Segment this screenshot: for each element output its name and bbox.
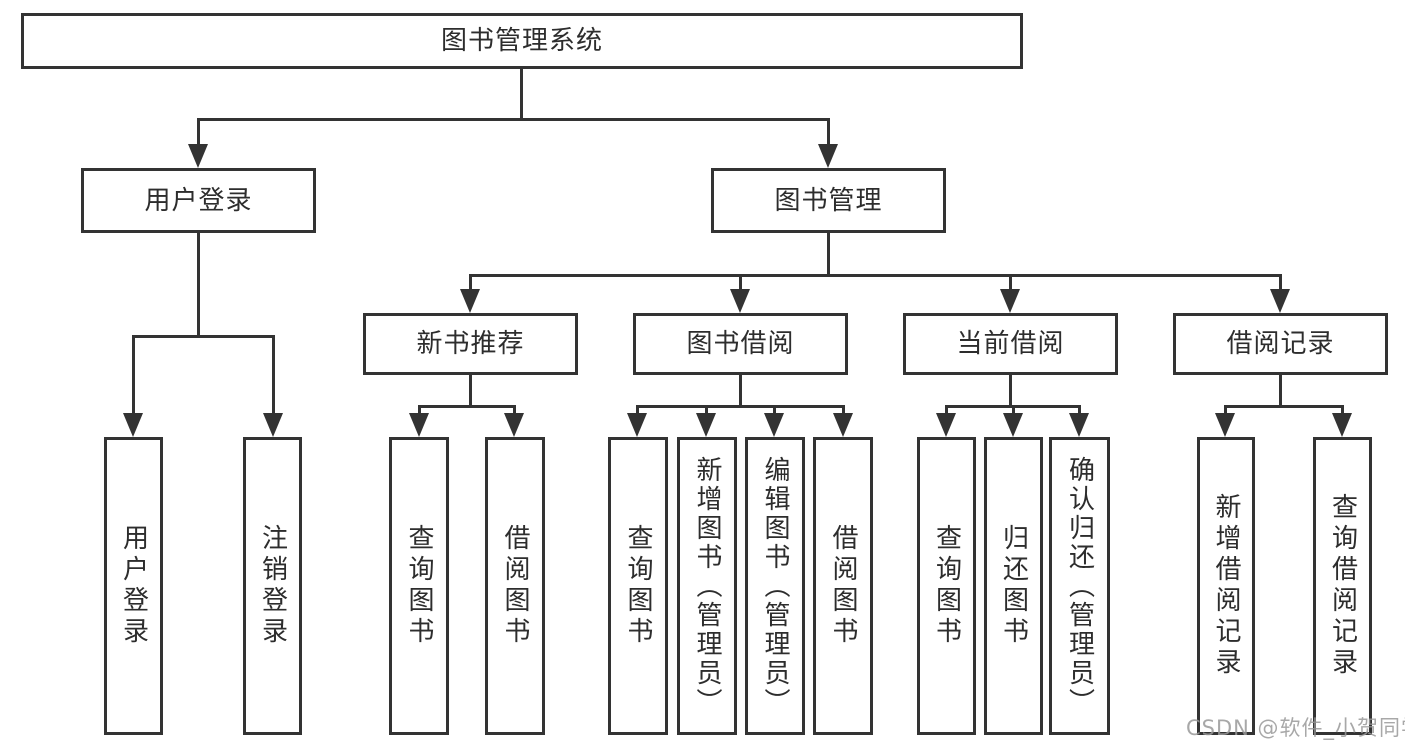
node-cb-confirm-return: 确认归还（管理员） xyxy=(1049,437,1110,735)
watermark: CSDN @软件_小贺同学 xyxy=(1186,716,1405,740)
arrowhead xyxy=(1000,289,1020,313)
connector-line xyxy=(739,375,742,408)
connector-line xyxy=(197,118,200,148)
node-nbr-query-books: 查询图书 xyxy=(389,437,449,735)
arrowhead xyxy=(696,413,716,437)
arrowhead xyxy=(764,413,784,437)
arrowhead xyxy=(263,413,283,437)
node-book-management: 图书管理 xyxy=(711,168,946,233)
connector-line xyxy=(272,335,275,417)
arrowhead xyxy=(1069,413,1089,437)
arrowhead xyxy=(1332,413,1352,437)
connector-line xyxy=(1279,274,1282,292)
connector-line xyxy=(1341,405,1344,417)
arrowhead xyxy=(936,413,956,437)
arrowhead xyxy=(730,289,750,313)
connector-line xyxy=(636,405,639,417)
arrowhead xyxy=(504,413,524,437)
arrowhead xyxy=(1270,289,1290,313)
connector-line xyxy=(132,335,275,338)
connector-line xyxy=(418,405,516,408)
node-cb-query-books: 查询图书 xyxy=(917,437,976,735)
node-br-add-record: 新增借阅记录 xyxy=(1197,437,1255,735)
connector-line xyxy=(197,233,200,338)
connector-line xyxy=(469,375,472,408)
connector-line xyxy=(520,69,523,120)
node-bb-edit-books: 编辑图书（管理员） xyxy=(745,437,805,735)
connector-line xyxy=(739,274,742,292)
connector-line xyxy=(705,405,708,417)
connector-line xyxy=(842,405,845,417)
node-current-borrowing: 当前借阅 xyxy=(903,313,1118,375)
connector-line xyxy=(1078,405,1081,417)
connector-line xyxy=(1009,375,1012,408)
connector-line xyxy=(1224,405,1227,417)
arrowhead xyxy=(188,144,208,168)
node-user-login-leaf: 用户登录 xyxy=(104,437,163,735)
connector-line xyxy=(1009,274,1012,292)
connector-line xyxy=(945,405,948,417)
connector-line xyxy=(773,405,776,417)
node-cb-return-books: 归还图书 xyxy=(984,437,1043,735)
node-bb-add-books: 新增图书（管理员） xyxy=(677,437,737,735)
node-borrowing-records: 借阅记录 xyxy=(1173,313,1388,375)
node-logout-leaf: 注销登录 xyxy=(243,437,302,735)
node-bb-query-books: 查询图书 xyxy=(608,437,668,735)
node-nbr-borrow-books: 借阅图书 xyxy=(485,437,545,735)
connector-line xyxy=(418,405,421,417)
arrowhead xyxy=(1003,413,1023,437)
node-bb-borrow-books: 借阅图书 xyxy=(813,437,873,735)
connector-line xyxy=(513,405,516,417)
node-book-borrowing: 图书借阅 xyxy=(633,313,848,375)
connector-line xyxy=(469,274,1282,277)
node-br-query-record: 查询借阅记录 xyxy=(1313,437,1372,735)
node-new-book-recommend: 新书推荐 xyxy=(363,313,578,375)
connector-line xyxy=(469,274,472,292)
connector-line xyxy=(636,405,845,408)
arrowhead xyxy=(818,144,838,168)
connector-line xyxy=(827,233,830,277)
arrowhead xyxy=(409,413,429,437)
arrowhead xyxy=(1215,413,1235,437)
connector-line xyxy=(1224,405,1344,408)
node-user-login: 用户登录 xyxy=(81,168,316,233)
arrowhead xyxy=(460,289,480,313)
arrowhead xyxy=(627,413,647,437)
node-root: 图书管理系统 xyxy=(21,13,1023,69)
connector-line xyxy=(1279,375,1282,408)
arrowhead xyxy=(123,413,143,437)
connector-line xyxy=(197,118,830,121)
arrowhead xyxy=(833,413,853,437)
connector-line xyxy=(132,335,135,417)
connector-line xyxy=(827,118,830,148)
connector-line xyxy=(1012,405,1015,417)
